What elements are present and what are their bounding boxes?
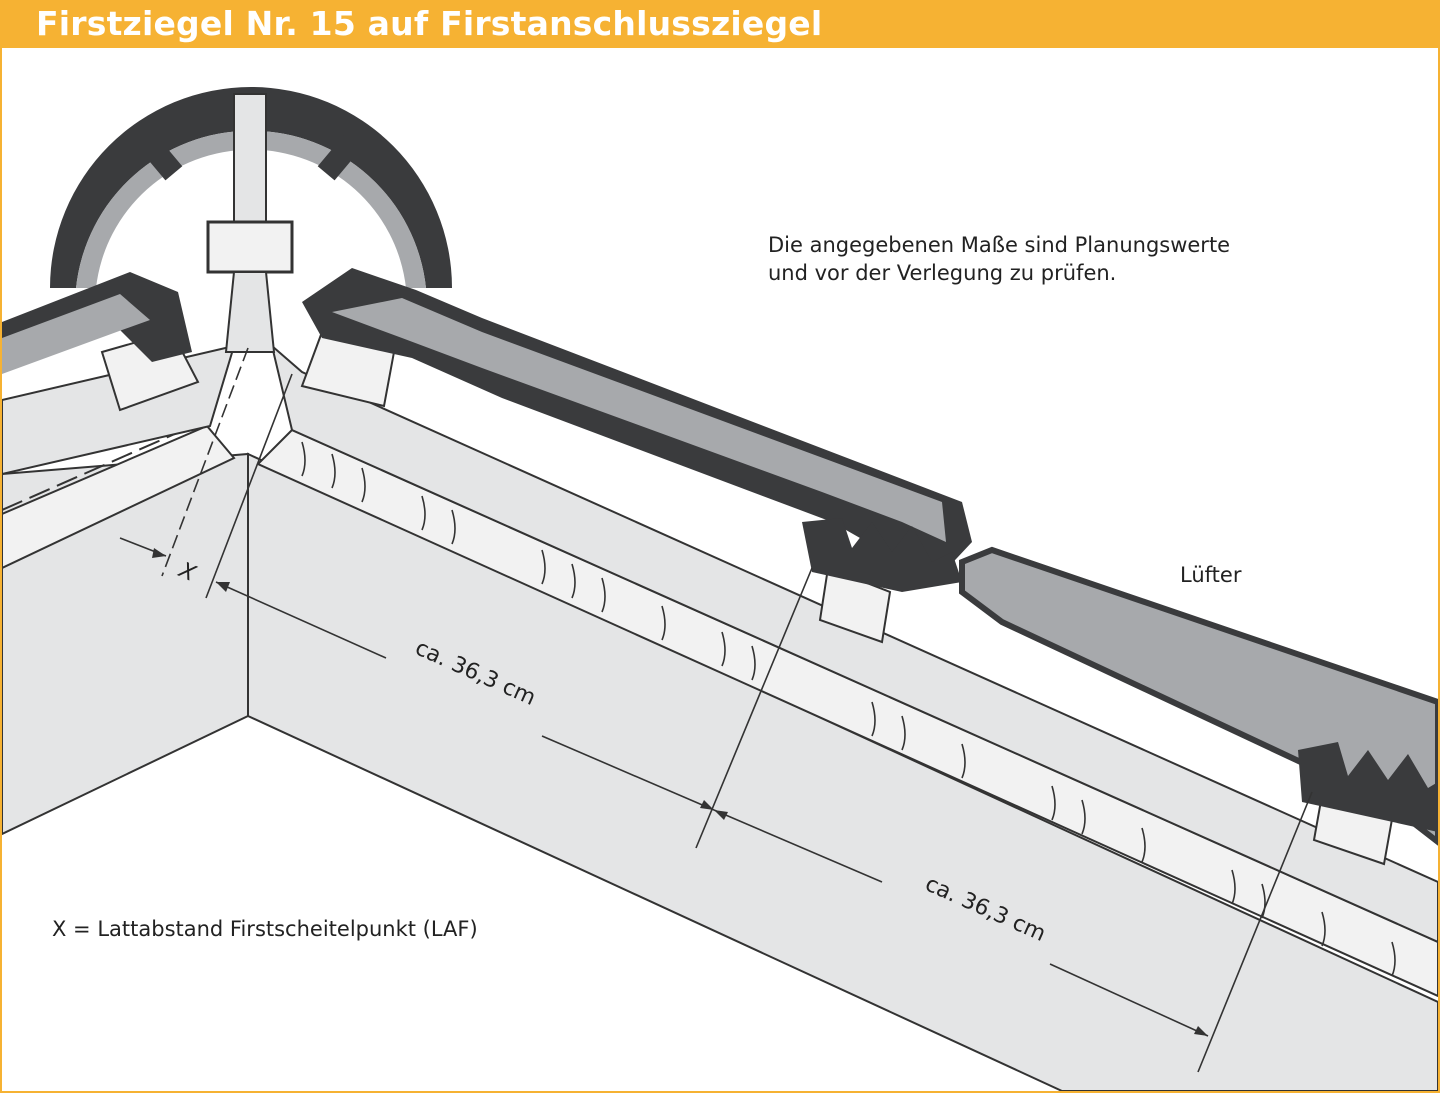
ridge-batten [206, 220, 294, 274]
tile-interlock-1 [802, 518, 962, 592]
rafter-right [247, 452, 1438, 1091]
dimension-arrowheads [152, 548, 1208, 1036]
ridge-base-right [270, 343, 1438, 944]
counter-batten-left [2, 424, 236, 570]
planning-note-line-2: und vor der Verlegung zu prüfen. [768, 261, 1116, 285]
ridge-post [233, 93, 267, 225]
legend-text: X = Lattabstand Firstscheitelpunkt (LAF) [52, 917, 478, 941]
membrane-line-left [2, 421, 203, 511]
ridge-tile-ribs [139, 135, 361, 181]
fan-label: Lüfter [1180, 563, 1242, 587]
planning-note-line-1: Die angegebenen Maße sind Planungswerte [768, 233, 1230, 257]
ridge-connection-tile-left-inner [2, 294, 150, 374]
ridge-connection-tile-right-inner [332, 298, 946, 542]
ridge-post-bracket [224, 271, 276, 353]
wood-grain-right [301, 441, 1396, 977]
dimension-lines [119, 347, 1313, 1073]
page-title: Firstziegel Nr. 15 auf Firstanschlusszie… [36, 4, 823, 43]
tile-interlock-2 [1298, 742, 1438, 832]
title-bar: Firstziegel Nr. 15 auf Firstanschlusszie… [2, 2, 1438, 48]
ridge-tile [50, 87, 452, 288]
